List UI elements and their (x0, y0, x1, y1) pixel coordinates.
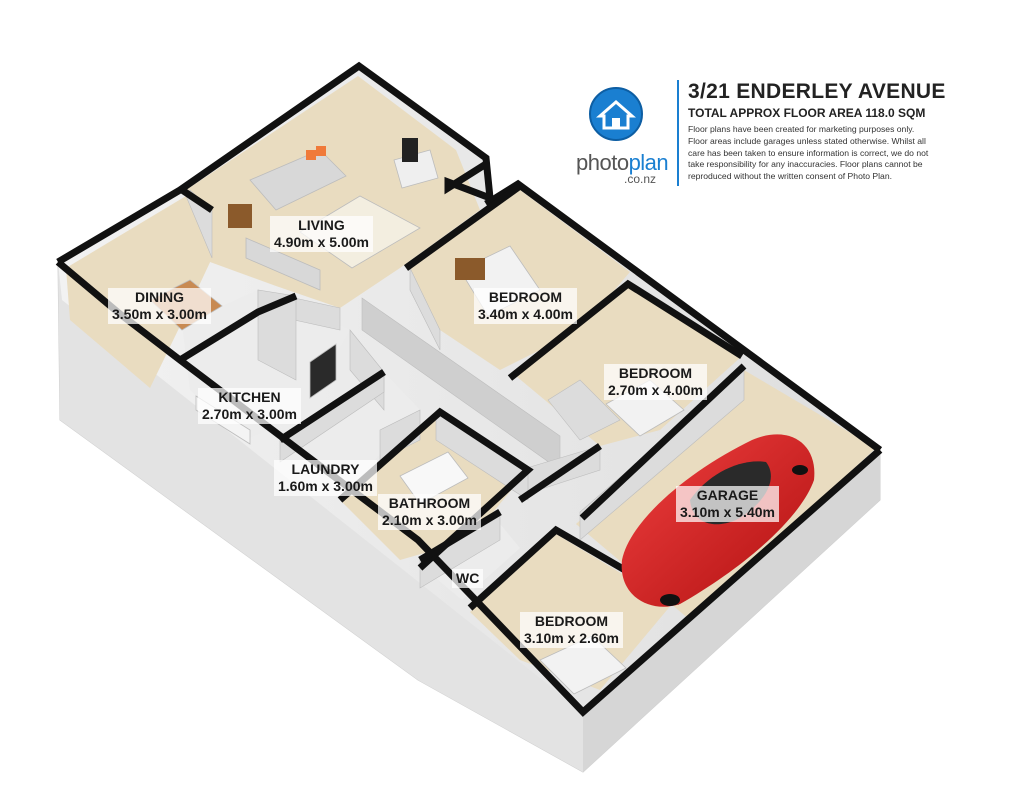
room-size: 3.50m x 3.00m (112, 306, 207, 322)
room-name: BEDROOM (488, 289, 563, 305)
header-divider (677, 80, 679, 186)
room-label-dining: DINING 3.50m x 3.00m (108, 288, 211, 324)
room-label-bedroom-3: BEDROOM 3.10m x 2.60m (520, 612, 623, 648)
room-size: 2.70m x 4.00m (608, 382, 703, 398)
room-label-wc: WC (452, 569, 484, 588)
room-size: 1.60m x 3.00m (278, 478, 373, 494)
disclaimer-text: Floor plans have been created for market… (688, 124, 929, 182)
logo-word-photo: photo (576, 150, 629, 175)
interior-walls (185, 189, 745, 589)
sofa (245, 237, 321, 291)
room-name: BEDROOM (618, 365, 693, 381)
room-label-bedroom-1: BEDROOM 3.40m x 4.00m (474, 288, 577, 324)
house-icon (589, 87, 643, 141)
room-name: DINING (134, 289, 184, 305)
room-size: 2.70m x 3.00m (202, 406, 297, 422)
floor-area-subtitle: TOTAL APPROX FLOOR AREA 118.0 SQM (688, 106, 926, 120)
room-name: LIVING (298, 217, 345, 233)
room-size: 2.10m x 3.00m (382, 512, 477, 528)
room-label-garage: GARAGE 3.10m x 5.40m (676, 486, 779, 522)
room-size: 3.40m x 4.00m (478, 306, 573, 322)
floor-wc (424, 524, 520, 600)
logo-word-plan: plan (628, 150, 669, 175)
sofa (249, 149, 347, 211)
room-size: 3.10m x 5.40m (680, 504, 775, 520)
logo-wordmark: photoplan (576, 150, 669, 176)
room-size: 3.10m x 2.60m (524, 630, 619, 646)
room-label-kitchen: KITCHEN 2.70m x 3.00m (198, 388, 301, 424)
room-label-living: LIVING 4.90m x 5.00m (270, 216, 373, 252)
logo-domain: .co.nz (624, 172, 657, 186)
room-size: 4.90m x 5.00m (274, 234, 369, 250)
room-name: LAUNDRY (291, 461, 360, 477)
room-label-bedroom-2: BEDROOM 2.70m x 4.00m (604, 364, 707, 400)
room-name: WC (456, 570, 480, 586)
room-name: BATHROOM (388, 495, 471, 511)
room-label-bathroom: BATHROOM 2.10m x 3.00m (378, 494, 481, 530)
room-name: GARAGE (696, 487, 759, 503)
page-title: 3/21 ENDERLEY AVENUE (688, 80, 946, 103)
room-name: BEDROOM (534, 613, 609, 629)
room-name: KITCHEN (218, 389, 281, 405)
room-label-laundry: LAUNDRY 1.60m x 3.00m (274, 460, 377, 496)
